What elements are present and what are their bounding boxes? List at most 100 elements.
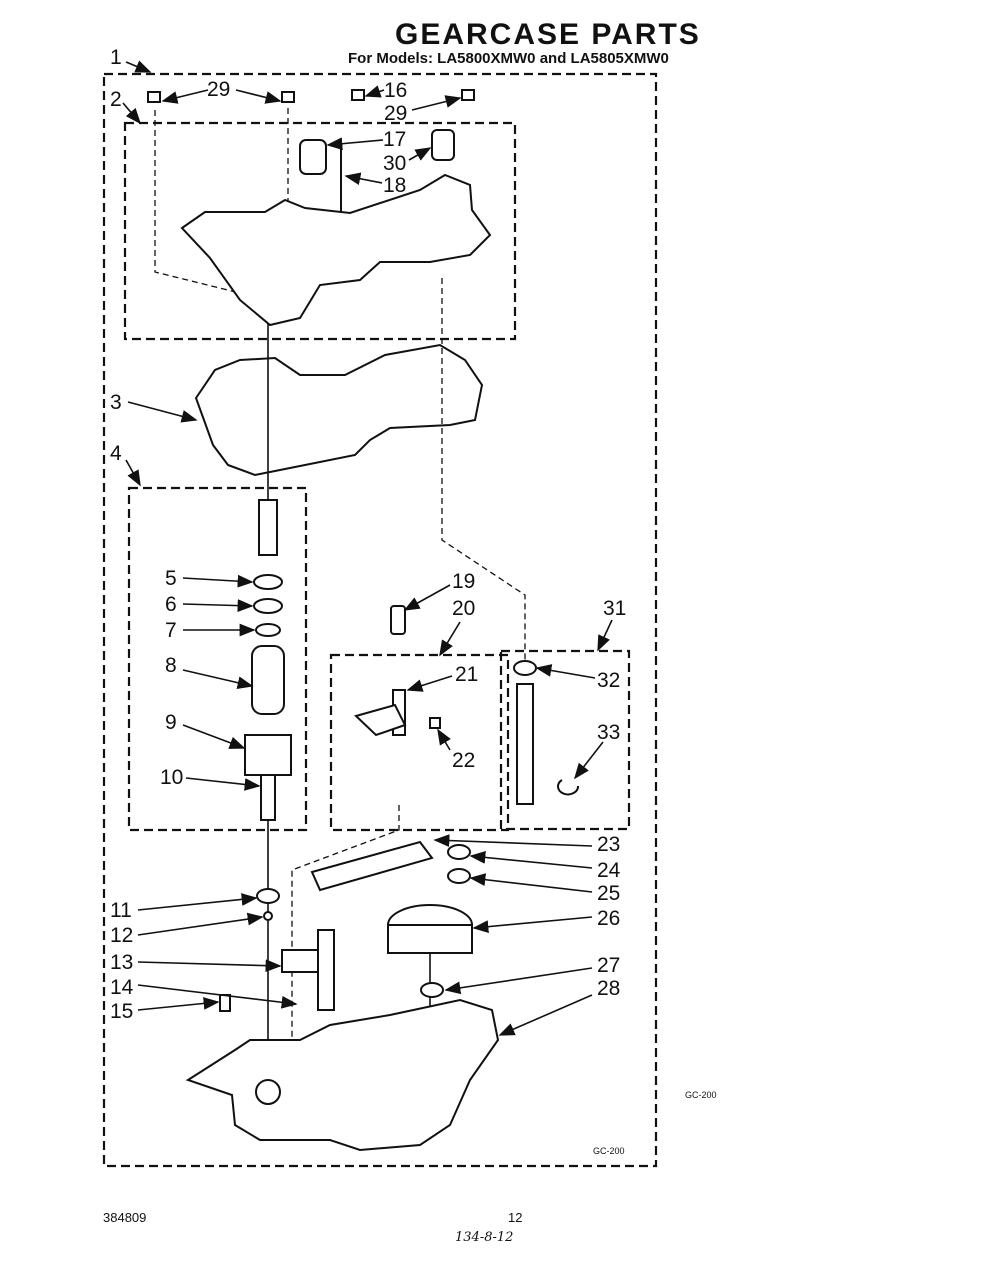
screw-29c: [461, 89, 475, 101]
callout-label: 33: [597, 721, 620, 744]
arrow-10: [185, 777, 261, 791]
washer-32: [513, 660, 537, 676]
callout-label: 20: [452, 597, 475, 620]
page-title: GEARCASE PARTS: [395, 18, 701, 51]
shifter-13: [281, 949, 323, 973]
callout-label: 28: [597, 977, 620, 1000]
spring-8: [251, 645, 285, 715]
gear-case-cover: [180, 173, 492, 327]
main-gear-26-teeth: [387, 924, 473, 954]
callout-label: 17: [383, 128, 406, 151]
arrow-17: [326, 137, 384, 151]
page-number: 12: [508, 1210, 523, 1225]
callout-label: 29: [384, 102, 407, 125]
arrow-3: [127, 401, 198, 423]
arrow-27: [444, 967, 593, 995]
callout-label: 10: [160, 766, 183, 789]
callout-label: 26: [597, 907, 620, 930]
arrow-9: [182, 724, 246, 749]
assembly-boundary-1: [102, 72, 658, 1168]
callout-label: 8: [165, 654, 177, 677]
callout-label: 19: [452, 570, 475, 593]
agitate-arm-23: [310, 840, 434, 892]
callout-label: 25: [597, 882, 620, 905]
callout-label: 31: [603, 597, 626, 620]
arrow-6: [182, 599, 254, 612]
shaft-31: [516, 683, 534, 805]
callout-label: 9: [165, 711, 177, 734]
gasket: [194, 343, 484, 477]
callout-label: 24: [597, 859, 621, 882]
callout-label: 18: [383, 174, 406, 197]
model-subtitle: For Models: LA5800XMW0 and LA5805XMW0: [348, 50, 669, 67]
ball-12: [263, 911, 273, 921]
bearing-17: [299, 139, 327, 175]
callout-label: 27: [597, 954, 620, 977]
pinion-shaft: [258, 499, 278, 556]
diagram-code-inner: GC-200: [593, 1146, 625, 1156]
gear-case-hole: [255, 1079, 281, 1105]
washer-6: [253, 598, 283, 614]
callout-label: 21: [455, 663, 478, 686]
leader-dashed-d: [291, 805, 400, 1040]
callout-label: 16: [384, 79, 407, 102]
callout-label: 13: [110, 951, 133, 974]
callout-label: 12: [110, 924, 133, 947]
arrow-29a-left: [161, 89, 209, 104]
washer-11: [256, 888, 280, 904]
bearing-30: [431, 129, 455, 161]
leader-dashed-c: [441, 278, 526, 660]
arrow-23: [433, 834, 593, 847]
handwritten-note: 134-8-12: [455, 1230, 514, 1245]
arrow-8: [182, 669, 254, 689]
arrow-28: [498, 994, 593, 1036]
arrow-29c: [411, 95, 462, 111]
shift-fork-group-boundary-20: [329, 653, 510, 832]
callout-label: 22: [452, 749, 475, 772]
callout-label: 1: [110, 46, 122, 69]
arrow-20: [439, 621, 461, 657]
callout-label: 2: [110, 88, 122, 111]
gear-case-28: [185, 998, 500, 1152]
spring-19: [390, 605, 406, 635]
screw-29a: [147, 91, 161, 103]
arrow-14: [137, 984, 298, 1009]
callout-label: 3: [110, 391, 122, 414]
arrow-22: [437, 728, 451, 751]
pinion-stem-10: [260, 774, 276, 821]
shaft-14: [317, 929, 335, 1011]
arrow-30: [408, 147, 432, 161]
arrow-5: [182, 574, 254, 588]
arrow-4: [125, 459, 141, 487]
arrow-19: [403, 584, 451, 611]
shift-fork: [354, 703, 407, 737]
arrow-21: [406, 675, 453, 692]
pinion-gear-9: [244, 734, 292, 776]
arrow-1: [125, 60, 152, 73]
pin-15: [219, 994, 231, 1012]
pinion-group-boundary-4: [127, 486, 308, 832]
leader-dashed-a: [154, 110, 269, 301]
callout-label: 7: [165, 619, 177, 642]
diagram-code-outer: GC-200: [685, 1090, 717, 1100]
callout-label: 6: [165, 593, 177, 616]
document-code: 384809: [103, 1210, 147, 1225]
arrow-29a-right: [235, 89, 282, 104]
arrow-11: [137, 893, 258, 911]
shaft-group-boundary-31: [499, 649, 631, 831]
callout-label: 14: [110, 976, 134, 999]
washer-24: [447, 844, 471, 860]
arrow-15: [137, 997, 220, 1011]
washer-7: [255, 623, 281, 637]
callout-label: 29: [207, 78, 230, 101]
screw-16: [351, 89, 365, 101]
callout-label: 23: [597, 833, 620, 856]
callout-label: 4: [110, 442, 122, 465]
callout-label: 30: [383, 152, 406, 175]
arrow-33: [574, 741, 604, 780]
arrow-24: [469, 851, 593, 869]
arrow-25: [469, 873, 593, 893]
arrow-32: [535, 664, 596, 679]
arrow-26: [472, 916, 593, 934]
arrow-31: [597, 619, 613, 652]
